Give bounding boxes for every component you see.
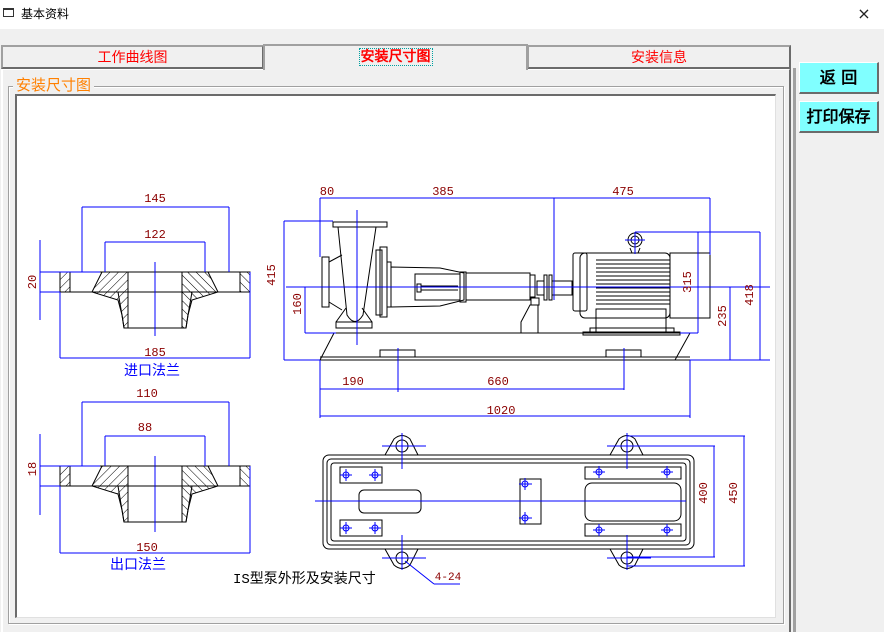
title-bar: 基本资料 × (0, 0, 884, 29)
dim-80: 80 (320, 185, 334, 199)
dim-475: 475 (612, 185, 634, 199)
tab-install-info[interactable]: 安装信息 (527, 45, 791, 69)
dim-190: 190 (342, 375, 364, 389)
window-title: 基本资料 (21, 7, 70, 21)
dim-outlet-outer-diameter: 150 (136, 541, 158, 555)
dim-660: 660 (487, 375, 509, 389)
inlet-flange: 145 122 185 20 进口法兰 (26, 192, 251, 380)
window-icon (3, 8, 14, 17)
dim-outlet-raised-face: 88 (138, 421, 152, 435)
dim-inlet-outer-diameter: 185 (144, 346, 166, 360)
dim-418: 418 (743, 284, 757, 306)
install-drawing-group (8, 86, 784, 624)
pump-plan-view: 400 450 4-24 (315, 433, 745, 585)
pump-side-view: 80 385 475 415 160 315 235 418 190 660 1… (265, 185, 770, 418)
tab-label: 工作曲线图 (97, 50, 168, 66)
drawing-canvas: 145 122 185 20 进口法兰 110 (15, 94, 776, 618)
dim-outlet-thickness: 18 (26, 462, 40, 476)
dim-235: 235 (716, 305, 730, 327)
dim-inlet-thickness: 20 (26, 275, 40, 289)
outlet-flange: 110 88 150 18 出口法兰 (26, 387, 251, 574)
dim-315: 315 (681, 271, 695, 293)
dim-400: 400 (697, 482, 711, 504)
dim-160: 160 (291, 293, 305, 315)
dim-inlet-raised-face: 122 (144, 228, 166, 242)
panel-divider (793, 68, 796, 632)
dim-415: 415 (265, 264, 279, 286)
tab-install-dimensions[interactable]: 安装尺寸图 (263, 44, 528, 70)
drawing-caption: IS型泵外形及安装尺寸 (233, 571, 376, 588)
outlet-flange-label: 出口法兰 (110, 557, 166, 574)
group-label: 安装尺寸图 (13, 76, 95, 94)
dim-385: 385 (432, 185, 454, 199)
back-button[interactable]: 返 回 (799, 62, 879, 94)
close-button[interactable]: × (857, 4, 871, 23)
tab-label: 安装尺寸图 (358, 48, 433, 66)
inlet-flange-label: 进口法兰 (124, 363, 180, 380)
dim-1020: 1020 (487, 404, 516, 418)
dim-bolt-holes: 4-24 (435, 572, 462, 584)
dim-outlet-bolt-circle: 110 (136, 387, 158, 401)
print-save-button[interactable]: 打印保存 (799, 101, 879, 133)
tab-work-curve[interactable]: 工作曲线图 (1, 45, 264, 69)
dim-450: 450 (727, 482, 741, 504)
tab-label: 安装信息 (631, 50, 687, 66)
dim-inlet-bolt-circle: 145 (144, 192, 166, 206)
